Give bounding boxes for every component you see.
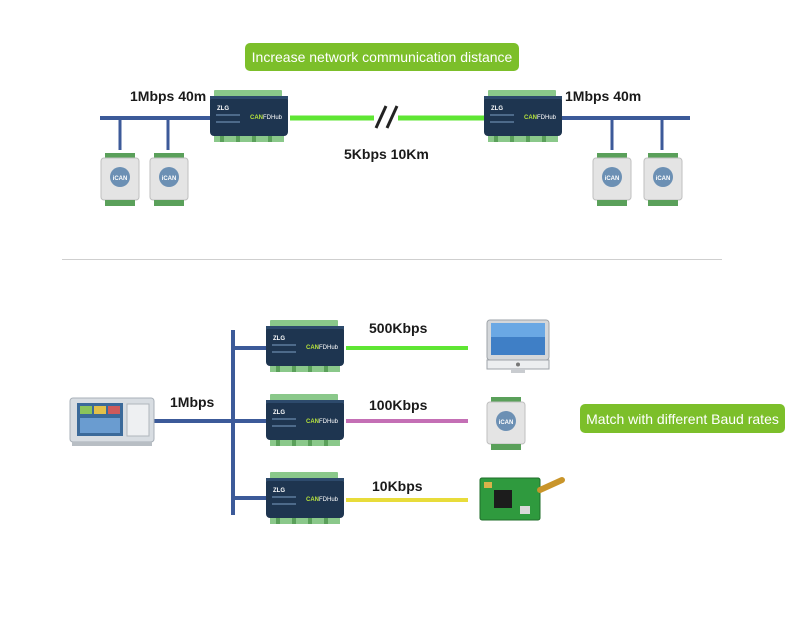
bottom-network-diagram [69, 319, 565, 524]
ican-module [592, 152, 632, 207]
break-mark [374, 105, 399, 129]
section-divider [62, 259, 722, 260]
left-rate-label: 1Mbps 40m [130, 88, 207, 104]
canfdhub-device [266, 394, 344, 446]
section-title: Increase network communication distance [251, 49, 513, 65]
ican-module [643, 152, 683, 207]
ican-module [149, 152, 189, 207]
canfdhub-device [266, 472, 344, 524]
ican-module-device [486, 396, 526, 451]
baud-rate-badge-text: Match with different Baud rates [586, 410, 779, 427]
branch-rate-label-500k: 500Kbps [369, 320, 428, 336]
section-title-badge: Increase network communication distance [245, 43, 519, 71]
canfdhub-device-left [210, 90, 288, 142]
link-rate-label: 5Kbps 10Km [344, 146, 429, 162]
baud-rate-badge: Match with different Baud rates [580, 404, 785, 433]
wireless-board-icon [479, 477, 565, 521]
industrial-controller-icon [69, 397, 155, 446]
canfdhub-device-right [484, 90, 562, 142]
desktop-computer-icon [486, 319, 550, 373]
branch-rate-label-100k: 100Kbps [369, 397, 428, 413]
top-network-diagram [100, 90, 690, 207]
ican-module [100, 152, 140, 207]
master-rate-label: 1Mbps [170, 394, 215, 410]
branch-rate-label-10k: 10Kbps [372, 478, 423, 494]
canfdhub-device [266, 320, 344, 372]
right-rate-label: 1Mbps 40m [565, 88, 642, 104]
